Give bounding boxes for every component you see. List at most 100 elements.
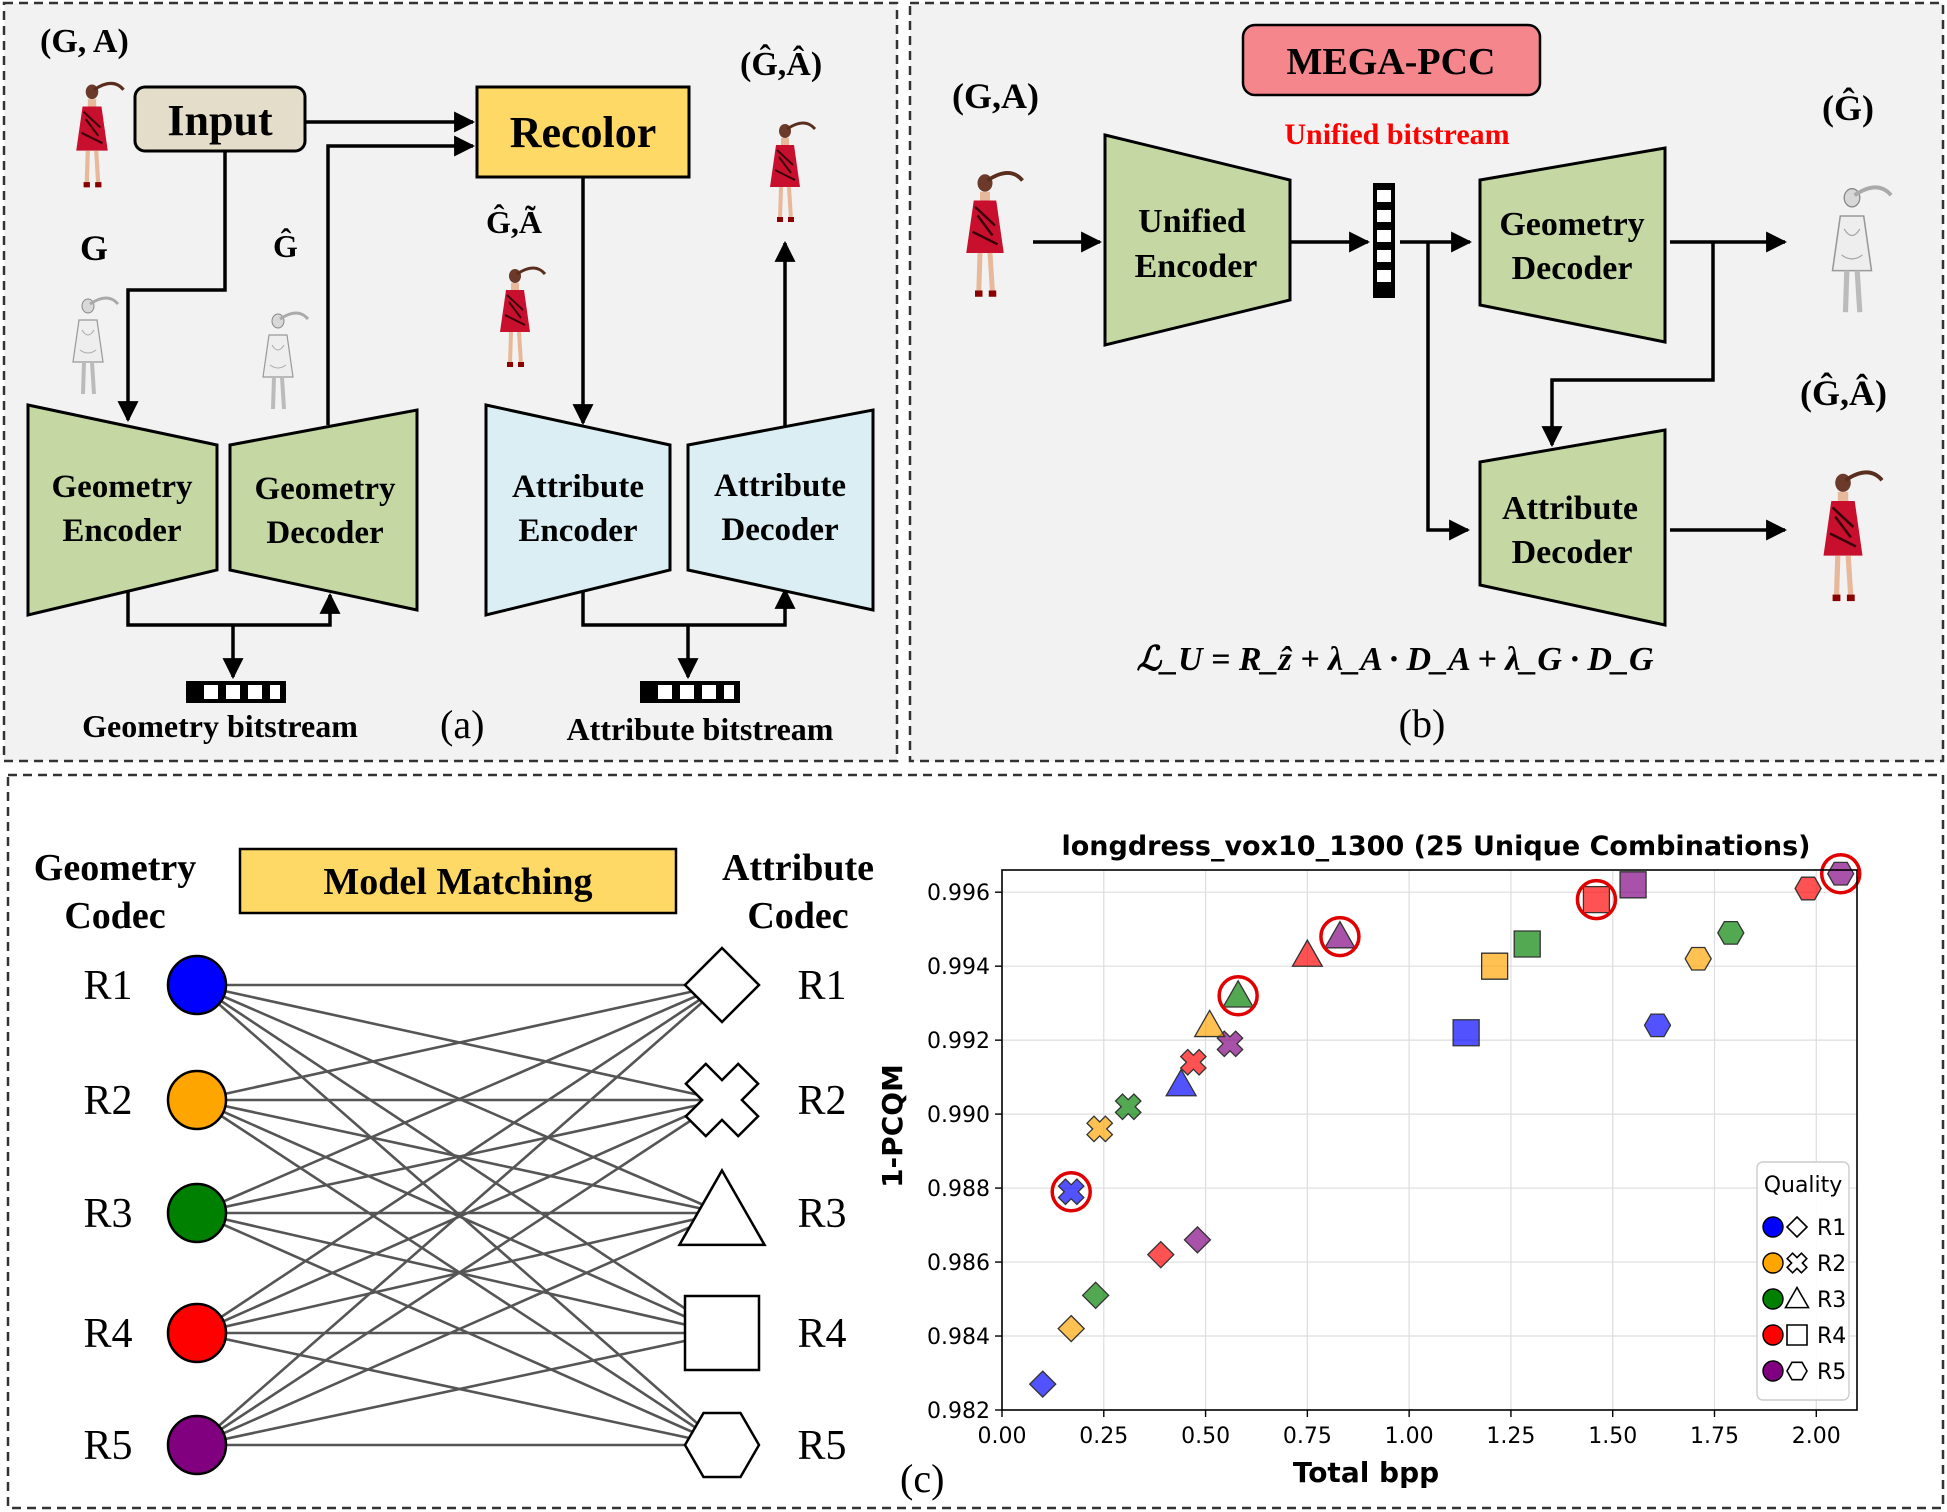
mega-geometry-decoder-block [1478, 146, 1667, 344]
attribute-rate-label: R4 [797, 1311, 846, 1357]
pareto-highlight-ring [1319, 915, 1361, 958]
geometry-encoder-line2: Encoder [62, 513, 181, 549]
legend-title: Quality [1764, 1173, 1843, 1198]
data-point-r5-r4 [1619, 871, 1647, 899]
match-line [196, 984, 723, 1446]
data-point-r3-r5 [1717, 920, 1745, 945]
recolor-box-label: Recolor [510, 108, 657, 157]
chart-points [1028, 852, 1862, 1399]
x-tick-label: 1.75 [1690, 1424, 1739, 1449]
legend-label: R3 [1817, 1288, 1846, 1313]
y-tick-label: 0.994 [927, 955, 990, 980]
data-point-r2-r3 [1193, 1009, 1226, 1038]
geometry-rate-label: R3 [83, 1191, 132, 1237]
y-tick-label: 0.996 [927, 881, 990, 906]
data-point-r4-r5 [1794, 876, 1822, 901]
match-line [196, 983, 723, 1215]
data-point-r4-r4 [1582, 885, 1611, 914]
geometry-rate-node-r4 [166, 1302, 228, 1364]
attribute-decoder-line1: Attribute [714, 468, 846, 504]
legend-label: R1 [1817, 1216, 1846, 1241]
attribute-rate-shape-r5 [683, 1411, 761, 1479]
legend-shape [1786, 1324, 1808, 1346]
attribute-encoder-line2: Encoder [518, 513, 637, 549]
panel-b: MEGA-PCC Unified bitstream (G,A) Unified… [908, 1, 1945, 763]
geometry-decoder-line2: Decoder [266, 515, 383, 551]
pareto-highlight-ring [1217, 975, 1259, 1017]
x-tick-label: 1.00 [1385, 1424, 1434, 1449]
chart-xlabel: Total bpp [1293, 1456, 1439, 1489]
x-tick-label: 2.00 [1792, 1424, 1841, 1449]
mega-geometry-decoder-line2: Decoder [1512, 250, 1633, 287]
ghat-label: Ĝ [273, 228, 298, 264]
data-point-r2-r1 [1057, 1314, 1086, 1343]
mega-attribute-decoder-block [1478, 428, 1667, 627]
legend-color-dot [1762, 1360, 1784, 1382]
ga-label-top: (G, A) [40, 23, 129, 60]
data-point-r1-r1 [1028, 1370, 1057, 1399]
data-point-r1-r5 [1643, 1013, 1672, 1038]
geometry-bitstream-label: Geometry bitstream [82, 708, 358, 744]
input-box [133, 85, 307, 153]
ghat-ahat-label: (Ĝ,Â) [740, 44, 822, 83]
attribute-bitstream-icon [640, 681, 740, 703]
match-line [196, 1098, 723, 1215]
scatter-chart: longdress_vox10_1300 (25 Unique Combinat… [876, 831, 1862, 1489]
ga-input-label: (G,A) [952, 76, 1039, 116]
unified-bitstream-icon [1373, 183, 1395, 298]
attribute-rate-shape-r2 [684, 1062, 760, 1138]
attribute-rate-shape-r4 [683, 1294, 761, 1372]
y-tick-label: 0.984 [927, 1325, 990, 1350]
y-tick-label: 0.990 [927, 1103, 990, 1128]
x-tick-label: 1.25 [1486, 1424, 1535, 1449]
unified-bitstream-label: Unified bitstream [1284, 118, 1509, 151]
geometry-rate-label: R1 [83, 963, 132, 1009]
geometry-bitstream-icon [186, 681, 286, 703]
model-matching-label: Model Matching [323, 861, 592, 903]
geometry-rate-label: R4 [83, 1311, 132, 1357]
data-point-r1-r3 [1165, 1068, 1198, 1097]
data-point-r1-r4 [1452, 1019, 1480, 1047]
mega-attribute-decoder-line2: Decoder [1512, 534, 1633, 571]
legend-label: R2 [1817, 1252, 1846, 1277]
pareto-highlight-ring [1050, 1171, 1092, 1213]
pareto-highlight-ring [1819, 852, 1862, 895]
match-line [196, 1211, 723, 1447]
panel-a: (G, A) Input Recolor (Ĝ,Â) G Ĝ Ĝ,Ã Geome… [2, 1, 899, 763]
matching-lines [196, 983, 723, 1447]
attribute-rate-label: R2 [797, 1078, 846, 1124]
legend-color-dot [1762, 1216, 1784, 1238]
mega-pcc-title-box [1241, 23, 1542, 97]
mega-pcc-title: MEGA-PCC [1287, 41, 1496, 83]
data-point-r4-r1 [1146, 1240, 1175, 1269]
legend-shape [1786, 1252, 1808, 1274]
legend-color-dot [1762, 1324, 1784, 1346]
ghat-atilde-label: Ĝ,Ã [486, 204, 542, 240]
unified-encoder-line2: Encoder [1135, 248, 1258, 285]
geometry-rate-node-r1 [166, 954, 228, 1016]
attribute-bitstream-label: Attribute bitstream [567, 711, 834, 747]
input-box-label: Input [167, 96, 273, 145]
data-point-r4-r2 [1179, 1048, 1207, 1076]
legend-label: R5 [1817, 1360, 1846, 1385]
data-point-r5-r3 [1323, 920, 1357, 949]
data-point-r3-r4 [1513, 930, 1541, 958]
data-point-r2-r5 [1684, 946, 1712, 971]
data-point-r5-r5 [1826, 861, 1855, 886]
geometry-encoder-line1: Geometry [51, 469, 193, 505]
legend-color-dot [1762, 1288, 1784, 1310]
geometry-encoder-block [26, 403, 219, 617]
legend-shape [1784, 1285, 1810, 1309]
attribute-decoder-line2: Decoder [721, 512, 838, 548]
chart-frame [1001, 869, 1858, 1411]
x-tick-label: 1.50 [1588, 1424, 1637, 1449]
attribute-rate-shape-r3 [677, 1167, 767, 1247]
attribute-codec-line1: Attribute [722, 847, 874, 889]
data-point-r1-r2 [1057, 1178, 1085, 1206]
attribute-decoder-block [686, 408, 875, 612]
geometry-rate-node-r2 [166, 1069, 228, 1131]
y-tick-label: 0.986 [927, 1251, 990, 1276]
panel-b-label: (b) [1399, 701, 1446, 746]
